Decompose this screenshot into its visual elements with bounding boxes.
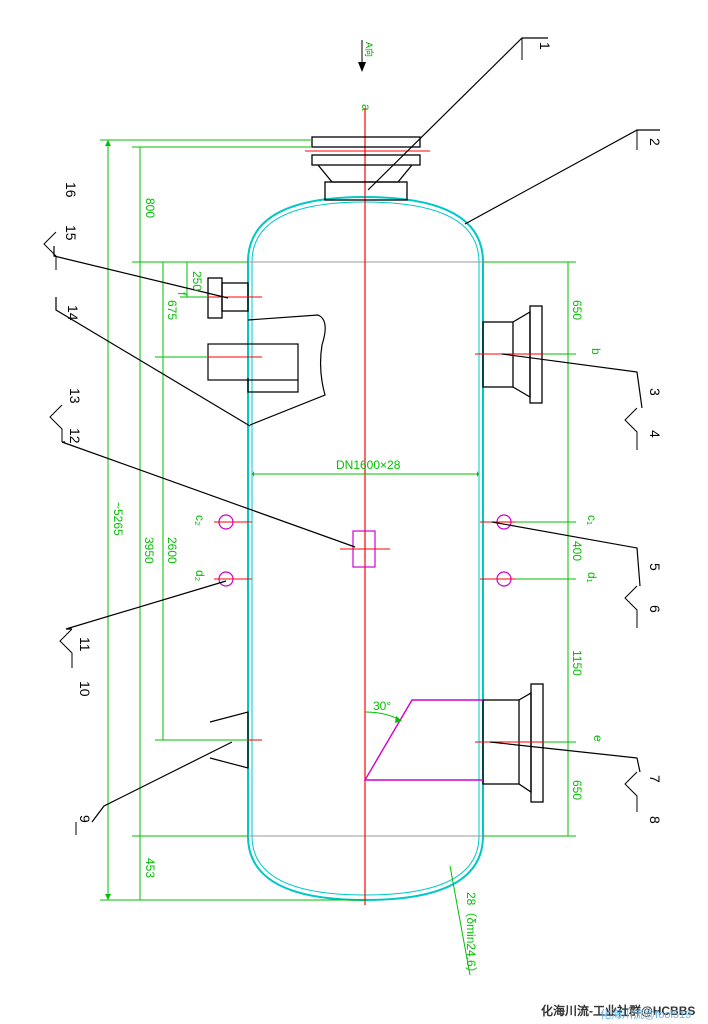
angle-arc [364,711,401,721]
baffle [363,699,483,781]
part-num-9: 9 [77,815,93,823]
dim-800: 800 [143,198,157,218]
level-nozzle-axes [214,521,516,580]
nozzle-label-f: f [175,292,189,296]
dim-250: 250 [190,271,204,291]
dim-arrows [105,140,479,900]
watermark-secondary: 化海川流@fool519 [600,1009,692,1021]
dim-400: 400 [570,541,584,561]
nozzle-label-d1: d₁ [585,572,599,583]
part-num-16: 16 [63,182,79,198]
part-num-7: 7 [647,775,663,783]
dim-675: 675 [165,300,179,320]
nozzle-label-a: a [359,104,373,111]
nozzle-label-e: e [591,735,605,742]
dim-650-top: 650 [570,300,584,320]
inlet-device [207,314,326,426]
dim-2600: 2600 [165,537,179,564]
part-num-14: 14 [65,305,81,321]
dim-5265: ~5265 [111,502,125,536]
dim-angle: 30° [373,699,391,713]
part-number-ticks [43,38,638,835]
dim-3950: 3950 [142,537,156,564]
dim-thickness: 28（δmin24.6） [464,892,478,979]
part-num-12: 12 [67,428,83,444]
part-num-1: 1 [537,42,553,50]
part-num-2: 2 [647,138,663,146]
view-label: A向 [364,42,375,57]
dim-650-bottom: 650 [570,780,584,800]
part-num-15: 15 [63,225,79,241]
dimension-lines [100,139,576,976]
nozzle-a [311,136,421,201]
nozzle-e [482,683,544,803]
part-num-11: 11 [77,637,93,652]
nozzle-label-d2: d₂ [193,570,207,582]
dim-1150: 1150 [570,650,584,676]
nozzle-label-c2: c₂ [193,515,207,526]
part-num-8: 8 [647,816,663,824]
part-num-5: 5 [647,563,663,571]
part-num-3: 3 [647,388,663,396]
dim-dn: DN1600×28 [336,458,401,472]
nozzle-label-b: b [589,348,603,355]
dim-453: 453 [143,858,157,878]
watermark-primary: 化海川流-工业社群@HCBBS [541,1004,696,1018]
part-num-13: 13 [67,388,83,404]
part-num-10: 10 [77,681,93,697]
nozzle-label-c1: c₁ [585,515,599,525]
part-num-4: 4 [647,430,663,438]
part-num-6: 6 [647,605,663,613]
